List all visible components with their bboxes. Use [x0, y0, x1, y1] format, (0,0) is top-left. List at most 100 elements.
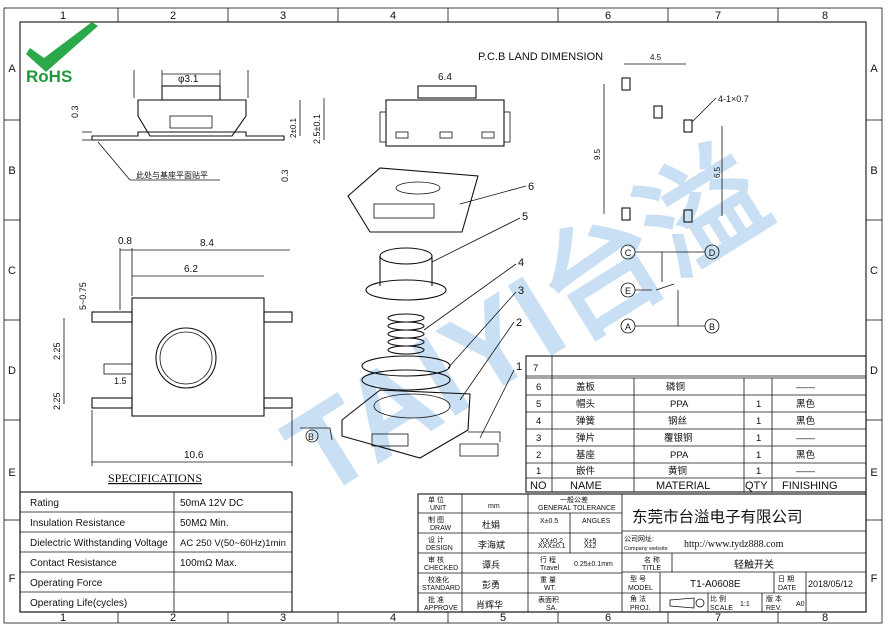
- tb-model-en: MODEL: [628, 585, 653, 592]
- dim-62: 6.2: [184, 264, 198, 275]
- bom-finish-5: 黑色: [796, 398, 816, 410]
- pcb-dim-45: 4.5: [650, 53, 662, 62]
- grid-row-e: E: [8, 467, 15, 479]
- bom-material-6: 磷铜: [666, 381, 685, 393]
- bom-qty-4: 1: [756, 416, 761, 427]
- grid-col-3: 3: [280, 10, 286, 22]
- dim-width-64: 6.4: [438, 72, 452, 83]
- projection-symbol-icon: [669, 597, 695, 609]
- tb-date-cn: 日 期: [778, 575, 794, 583]
- grid-col-1-bottom: 1: [60, 612, 66, 624]
- tb-tol1b: ANGLES: [582, 518, 611, 525]
- bom-material-1: 黄铜: [668, 465, 687, 477]
- bom-name-5: 帽头: [576, 398, 595, 410]
- tag-b: B: [308, 432, 314, 442]
- spec-label-contact: Contact Resistance: [30, 558, 117, 569]
- bom-finish-2: 黑色: [796, 449, 816, 461]
- grid-row-c-right: C: [870, 265, 878, 277]
- spec-label-insulation: Insulation Resistance: [30, 518, 125, 529]
- tb-rev-val: A0: [796, 601, 805, 608]
- pcb-pad-size: 4-1×0.7: [718, 94, 749, 104]
- pcb-dim-95: 9.5: [593, 148, 602, 160]
- rohs-check-icon: [26, 22, 98, 72]
- bom-no-7: 7: [533, 363, 538, 374]
- tb-title-cn: 名 称: [644, 555, 660, 564]
- circuit-label-e: E: [625, 286, 631, 296]
- grid-col-6-bottom: 6: [605, 612, 611, 624]
- specifications-table: SPECIFICATIONS Rating 50mA 12V DC Insula…: [19, 471, 293, 613]
- tb-scale-en: SCALE: [710, 605, 733, 612]
- tb-scale-val: 1:1: [740, 601, 750, 608]
- tb-model-cn: 型 号: [630, 574, 646, 583]
- dim-03-top: 0.3: [70, 105, 80, 118]
- bom-header-finishing: FINISHING: [782, 480, 838, 492]
- bom-no-3: 3: [536, 433, 541, 444]
- tb-design-cn: 设 计: [428, 535, 444, 544]
- grid-col-4: 4: [390, 10, 396, 22]
- dim-84: 8.4: [200, 238, 214, 249]
- grid-col-2: 2: [170, 10, 176, 22]
- specs-title: SPECIFICATIONS: [108, 471, 202, 485]
- tb-appr-cn: 批 准: [428, 595, 444, 604]
- bom-qty-1: 1: [756, 466, 761, 477]
- tb-unit-en: UNIT: [430, 505, 447, 512]
- bom-finish-1: ——: [796, 466, 816, 477]
- spec-label-rating: Rating: [30, 498, 59, 509]
- exploded-view: B 6 5 4 3 2 1: [300, 167, 534, 459]
- tb-rev-en: REV.: [766, 605, 782, 612]
- tb-unit-val: mm: [488, 503, 500, 510]
- tb-tol-en: GENERAL TOLERANCE: [538, 505, 616, 512]
- bom-table: 7 6 盖板 磷铜 —— 5 帽头 PPA 1 黑色 4 弹簧 钢丝 1 黑色 …: [525, 355, 867, 493]
- spec-label-life: Operating Life(cycles): [30, 598, 127, 609]
- tb-tol2b: X±5: [584, 538, 597, 545]
- grid-row-d: D: [8, 365, 16, 377]
- note-flush: 此处与基座平面贴平: [136, 170, 208, 180]
- bom-no-6: 6: [536, 382, 541, 393]
- tb-date-en: DATE: [778, 585, 796, 592]
- part-number-4: 4: [518, 257, 524, 269]
- bom-name-4: 弹簧: [576, 415, 596, 427]
- outer-frame: [3, 7, 883, 624]
- bom-header-no: NO: [530, 480, 547, 492]
- tb-std-cn: 校准化: [428, 575, 449, 584]
- bom-name-2: 基座: [576, 449, 596, 461]
- tb-draw-en: DRAW: [430, 525, 452, 532]
- dim-106: 10.6: [184, 450, 204, 461]
- dim-08: 0.8: [118, 236, 132, 247]
- grid-row-a-right: A: [870, 63, 878, 75]
- tb-draw-cn: 制 图: [428, 515, 444, 524]
- pcb-dim-65: 6.5: [713, 166, 722, 178]
- pcb-land-dimension: P.C.B LAND DIMENSION 4.5 4-1×0.7 9.5 6.5: [478, 51, 749, 223]
- bom-qty-2: 1: [756, 450, 761, 461]
- tb-std-val: 彭勇: [482, 579, 500, 590]
- part-number-2: 2: [516, 317, 522, 329]
- grid-row-f: F: [9, 573, 16, 585]
- tb-date-val: 2018/05/12: [808, 579, 853, 589]
- tb-proj-en: PROJ.: [630, 605, 651, 612]
- bom-no-5: 5: [536, 399, 541, 410]
- spec-value-insulation: 50MΩ Min.: [180, 518, 229, 529]
- grid-row-b: B: [8, 165, 15, 177]
- top-side-view: φ3.1 0.3 2±0.1 2.5±0.1 0.3 此处与基座平面贴平: [70, 70, 325, 182]
- tb-check-cn: 审 核: [428, 555, 444, 564]
- grid-col-3-bottom: 3: [280, 612, 286, 624]
- grid-row-c: C: [8, 265, 16, 277]
- spec-value-contact: 100mΩ Max.: [180, 558, 237, 569]
- tb-unit-cn: 单 位: [428, 495, 444, 504]
- tb-scale-cn: 比 例: [710, 594, 726, 603]
- circuit-label-b: B: [709, 322, 715, 332]
- bom-no-1: 1: [536, 466, 541, 477]
- bom-name-6: 盖板: [576, 381, 596, 393]
- bom-no-2: 2: [536, 450, 541, 461]
- grid-row-a: A: [8, 63, 16, 75]
- circuit-label-c: C: [625, 248, 632, 258]
- tb-appr-val: 肖辉华: [476, 599, 503, 610]
- bom-qty-5: 1: [756, 399, 761, 410]
- tb-appr-en: APPROVE: [424, 605, 458, 612]
- dim-15: 1.5: [114, 376, 127, 386]
- tb-design-en: DESIGN: [426, 545, 453, 552]
- grid-col-8: 8: [822, 10, 828, 22]
- grid-row-e-right: E: [870, 467, 877, 479]
- bom-material-4: 钢丝: [668, 415, 687, 427]
